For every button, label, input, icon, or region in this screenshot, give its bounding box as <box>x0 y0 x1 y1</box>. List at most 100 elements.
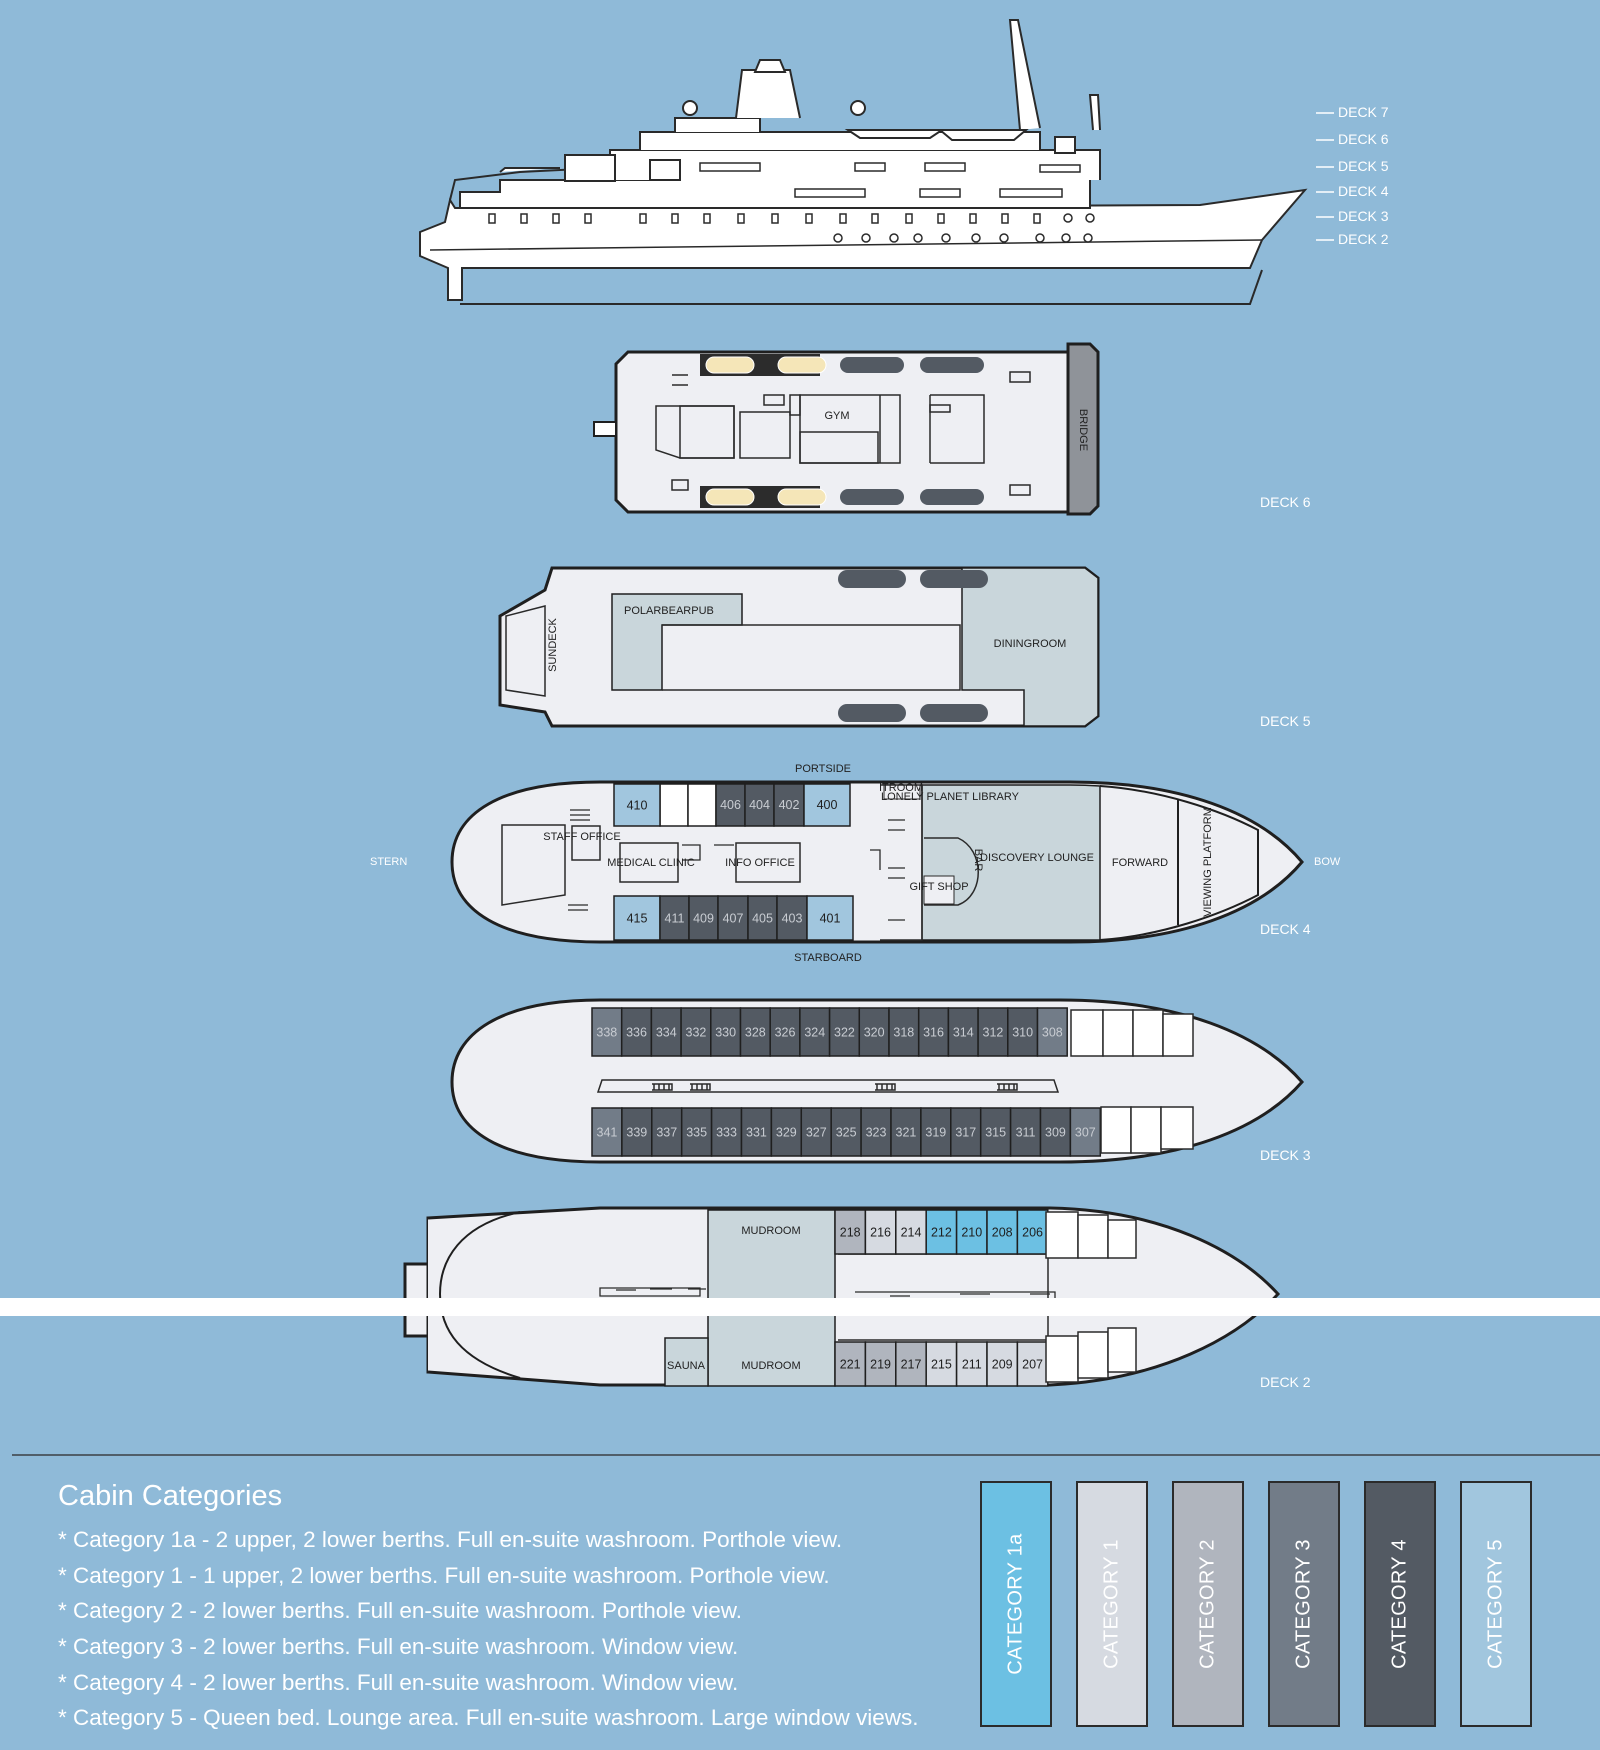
cabin-number: 327 <box>806 1126 827 1140</box>
cabin-number: 339 <box>626 1126 647 1140</box>
cabin-number: 406 <box>720 798 741 812</box>
cabin-322 <box>828 1007 861 1057</box>
legend-list: * Category 1a - 2 upper, 2 lower berths.… <box>58 1522 918 1736</box>
cabin-406 <box>715 783 746 827</box>
legend-title: Cabin Categories <box>58 1480 283 1512</box>
cabin-number: 210 <box>961 1226 982 1240</box>
legend-line: * Category 1 - 1 upper, 2 lower berths. … <box>58 1562 830 1588</box>
cabin-332 <box>680 1007 712 1057</box>
cabin-number: 336 <box>626 1026 647 1040</box>
deck5-dining-label: DININGROOM <box>994 638 1067 650</box>
cabin-number: 207 <box>1022 1358 1043 1372</box>
cabin-326 <box>769 1007 801 1057</box>
cabin-number: 330 <box>715 1026 736 1040</box>
legend-line: * Category 5 - Queen bed. Lounge area. F… <box>58 1705 919 1731</box>
cabin-number: 314 <box>953 1026 974 1040</box>
deck6-plan: GYM BRIDGE DECK 6 <box>593 342 1311 516</box>
deck4-forward-label: FORWARD <box>1112 857 1168 869</box>
cabin-number: 316 <box>923 1026 944 1040</box>
cabin-number: 312 <box>983 1026 1004 1040</box>
deck4-itroom-label: ITROOM <box>879 782 923 794</box>
cabin-317 <box>950 1107 982 1157</box>
cabin-number: 218 <box>840 1226 861 1240</box>
cabin-314 <box>947 1007 979 1057</box>
category-swatch-label: CATEGORY 5 <box>1484 1539 1507 1669</box>
cabin-334 <box>650 1007 682 1057</box>
cabin-321 <box>890 1107 922 1157</box>
cabin-number: 403 <box>782 912 803 926</box>
cabin-number: 317 <box>955 1126 976 1140</box>
cabin-215 <box>925 1341 958 1387</box>
category-swatch-label: CATEGORY 3 <box>1292 1539 1315 1669</box>
deck5-plan: POLARBEARPUB DININGROOM SUNDECK DECK 5 <box>498 566 1311 729</box>
cabin-number: 219 <box>870 1358 891 1372</box>
cabin-207 <box>1016 1341 1049 1387</box>
cabin-number: 335 <box>686 1126 707 1140</box>
cabin-number: 407 <box>723 912 744 926</box>
cabin-number: 325 <box>836 1126 857 1140</box>
cabin-number: 409 <box>693 912 714 926</box>
deck2-sauna-label: SAUNA <box>667 1360 706 1372</box>
cabin-number: 411 <box>665 912 685 926</box>
cabin-number: 209 <box>992 1358 1013 1372</box>
cabin-number: 337 <box>656 1126 677 1140</box>
deck4-bow-label: BOW <box>1314 856 1341 868</box>
deck2-mudroom-bottom-label: MUDROOM <box>741 1360 800 1372</box>
deck4-staff-office-label: STAFF OFFICE <box>543 831 620 843</box>
cabin-number: 214 <box>901 1226 922 1240</box>
cabin-number: 217 <box>901 1358 922 1372</box>
category-swatch-5: CATEGORY 5 <box>1460 1481 1532 1727</box>
cabin-319 <box>920 1107 952 1157</box>
ship-profile-windows <box>488 162 1095 243</box>
cabin-410 <box>613 783 661 827</box>
cabin-number: 309 <box>1045 1126 1066 1140</box>
deck6-gym-label: GYM <box>824 410 849 422</box>
cabin-number: 324 <box>804 1026 825 1040</box>
divider-band <box>0 1298 1600 1316</box>
deck6-bridge-label: BRIDGE <box>1077 409 1089 451</box>
cabin-number: 400 <box>817 798 838 812</box>
deck3-name: DECK 3 <box>1260 1147 1311 1163</box>
deck4-name: DECK 4 <box>1260 921 1311 937</box>
cabin-315 <box>979 1107 1012 1157</box>
profile-label-deck7: DECK 7 <box>1338 104 1389 120</box>
cabin-number: 323 <box>866 1126 887 1140</box>
cabin-number: 311 <box>1016 1126 1036 1140</box>
deck4-plan: STAFF OFFICE MEDICAL CLINIC INFO OFFICE … <box>370 763 1341 964</box>
cabin-219 <box>864 1341 897 1387</box>
deck6-name: DECK 6 <box>1260 494 1311 510</box>
deck4-stern-label: STERN <box>370 856 407 868</box>
cabin-212 <box>925 1209 958 1255</box>
cabin-number: 329 <box>776 1126 797 1140</box>
category-swatch-1a: CATEGORY 1a <box>980 1481 1052 1727</box>
legend-line: * Category 4 - 2 lower berths. Full en-s… <box>58 1669 739 1695</box>
cabin-number: 310 <box>1012 1026 1033 1040</box>
cabin-number: 212 <box>931 1226 952 1240</box>
cabin-336 <box>620 1007 653 1057</box>
deck4-viewing-platform-label: VIEWING PLATFORM <box>1202 807 1214 917</box>
deck4-library-label: LONELY PLANET LIBRARY <box>881 791 1020 803</box>
category-swatch-label: CATEGORY 1 <box>1100 1539 1123 1669</box>
cabin-number: 328 <box>745 1026 766 1040</box>
cabin-209 <box>986 1341 1019 1387</box>
cabin-number: 332 <box>686 1026 707 1040</box>
cabin-324 <box>799 1007 831 1057</box>
cabin-number: 216 <box>870 1226 891 1240</box>
cabin-number: 315 <box>985 1126 1006 1140</box>
profile-label-deck2: DECK 2 <box>1338 231 1389 247</box>
cabin-number: 211 <box>962 1358 982 1372</box>
deck4-medical-clinic-label: MEDICAL CLINIC <box>607 857 695 869</box>
cabin-number: 321 <box>896 1126 917 1140</box>
deck5-pub-label: POLARBEARPUB <box>624 605 714 617</box>
ship-profile <box>419 19 1308 305</box>
cabin-number: 401 <box>820 912 841 926</box>
profile-label-deck5: DECK 5 <box>1338 158 1389 174</box>
cabin-310 <box>1007 1007 1039 1057</box>
profile-label-deck4: DECK 4 <box>1338 183 1389 199</box>
cabin-number: 318 <box>893 1026 914 1040</box>
